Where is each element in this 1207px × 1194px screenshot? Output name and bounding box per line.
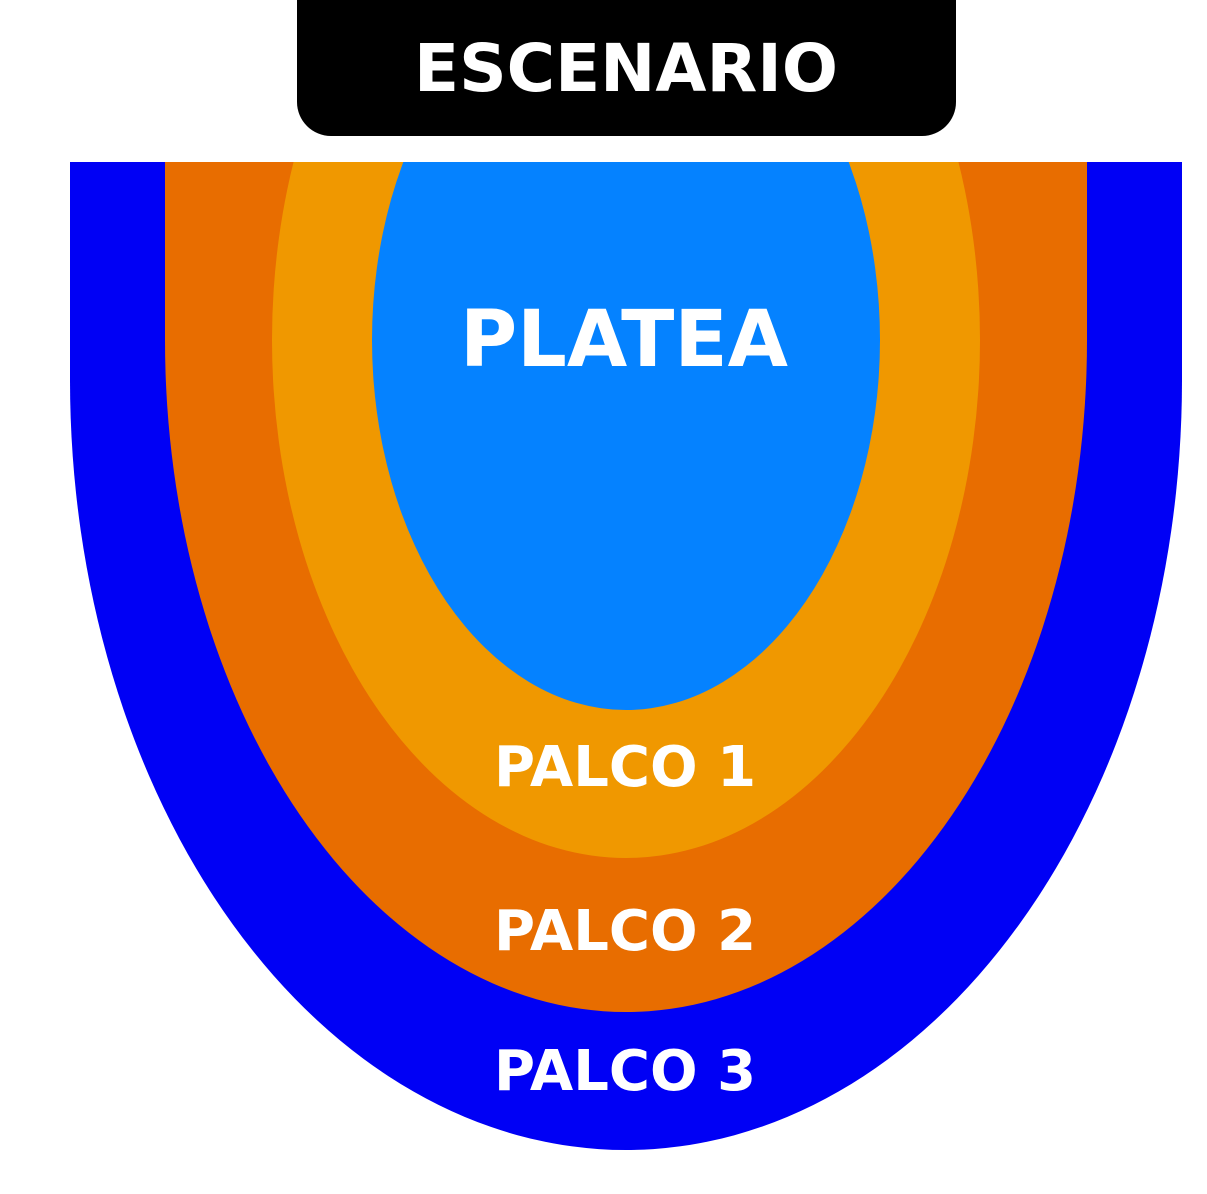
- zone-platea[interactable]: [372, 0, 880, 710]
- zone-label-palco-2: PALCO 2: [494, 899, 756, 964]
- zone-label-palco-1: PALCO 1: [494, 735, 756, 800]
- stage-label: ESCENARIO: [414, 30, 838, 107]
- stage-shape: [297, 0, 956, 136]
- zone-label-palco-3: PALCO 3: [494, 1039, 756, 1104]
- stage-banner[interactable]: ESCENARIO: [297, 0, 956, 136]
- zone-label-platea: PLATEA: [460, 295, 788, 385]
